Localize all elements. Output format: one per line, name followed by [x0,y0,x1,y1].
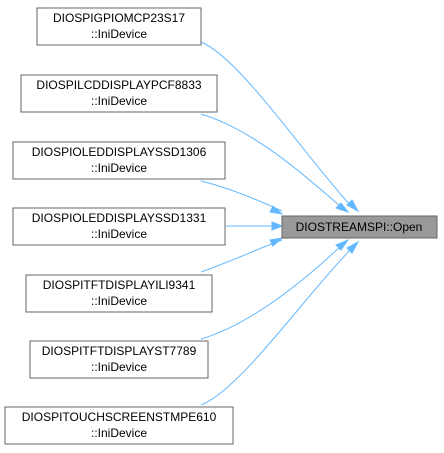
arrowhead-6 [335,238,350,251]
arrowhead-2 [335,202,350,213]
caller-node-7[interactable]: DIOSPITOUCHSCREENSTMPE610 ::IniDevice [4,406,234,445]
caller-node-4-line1: DIOSPIOLEDDISPLAYSSD1331 [32,211,207,225]
edge-caller-6 [200,245,342,340]
caller-node-2-line2: ::IniDevice [91,94,147,108]
caller-node-4[interactable]: DIOSPIOLEDDISPLAYSSD1331 ::IniDevice [12,207,226,246]
caller-node-1[interactable]: DIOSPIGPIOMCP23S17 ::IniDevice [36,7,202,46]
target-node[interactable]: DIOSTREAMSPI::Open [281,215,438,239]
caller-node-5[interactable]: DIOSPITFTDISPLAYILI9341 ::IniDevice [25,274,213,313]
caller-node-5-line2: ::IniDevice [91,294,147,308]
edge-caller-2 [200,113,342,208]
edge-caller-7 [200,247,353,406]
caller-node-4-line2: ::IniDevice [91,227,147,241]
caller-node-1-line1: DIOSPIGPIOMCP23S17 [53,11,185,25]
arrowhead-1 [346,199,360,213]
arrowhead-4 [271,221,284,231]
arrowhead-3 [269,205,284,215]
edge-caller-3 [200,180,283,212]
caller-node-2[interactable]: DIOSPILCDDISPLAYPCF8833 ::IniDevice [20,74,218,113]
caller-node-2-line1: DIOSPILCDDISPLAYPCF8833 [36,78,202,92]
caller-node-6[interactable]: DIOSPITFTDISPLAYST7789 ::IniDevice [29,340,209,379]
edge-caller-1 [200,41,353,208]
arrowhead-7 [346,240,360,254]
arrowheads [269,199,360,254]
caller-node-6-line2: ::IniDevice [91,360,147,374]
caller-node-3-line1: DIOSPIOLEDDISPLAYSSD1306 [32,145,207,159]
caller-node-7-line2: ::IniDevice [91,426,147,440]
edges [200,41,353,406]
caller-node-6-line1: DIOSPITFTDISPLAYST7789 [42,344,197,358]
caller-node-5-line1: DIOSPITFTDISPLAYILI9341 [43,278,196,292]
caller-node-7-line1: DIOSPITOUCHSCREENSTMPE610 [22,410,217,424]
caller-node-3[interactable]: DIOSPIOLEDDISPLAYSSD1306 ::IniDevice [12,141,226,180]
target-node-label: DIOSTREAMSPI::Open [296,220,423,234]
caller-node-3-line2: ::IniDevice [91,161,147,175]
caller-node-1-line2: ::IniDevice [91,27,147,41]
arrowhead-5 [269,237,284,247]
